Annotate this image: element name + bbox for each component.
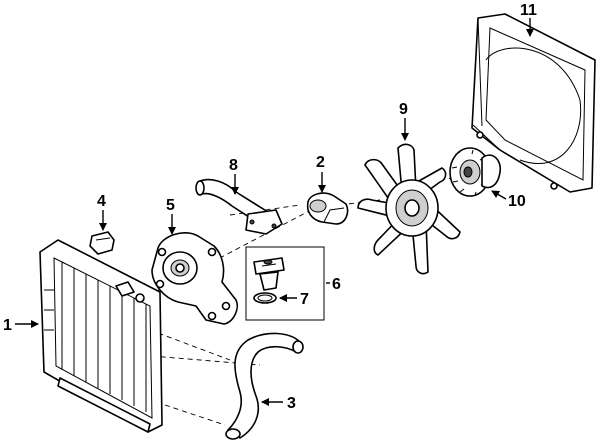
- thermostat: [253, 257, 285, 291]
- callout-6: 6: [332, 276, 341, 293]
- thermostat-housing: [306, 192, 349, 225]
- callout-9: 9: [399, 101, 408, 118]
- callout-2: 2: [316, 154, 325, 171]
- fan-shroud: [471, 13, 596, 193]
- leader-lines: [15, 18, 534, 406]
- callout-7: 7: [300, 291, 309, 308]
- callout-11: 11: [520, 2, 537, 19]
- cooling-fan-blade: [357, 143, 461, 275]
- thermostat-kit-box: [245, 246, 325, 321]
- callout-5: 5: [166, 197, 175, 214]
- callout-1: 1: [3, 317, 12, 334]
- bypass-hose: [195, 178, 283, 235]
- callout-8: 8: [229, 157, 238, 174]
- fan-clutch: [449, 147, 502, 197]
- lower-radiator-hose: [225, 332, 304, 440]
- water-pump: [151, 232, 239, 325]
- radiator: [39, 239, 163, 433]
- radiator-cap: [89, 231, 115, 255]
- callout-10: 10: [508, 193, 526, 210]
- callout-4: 4: [97, 193, 106, 210]
- callout-3: 3: [287, 395, 296, 412]
- thermostat-gasket: [253, 292, 277, 304]
